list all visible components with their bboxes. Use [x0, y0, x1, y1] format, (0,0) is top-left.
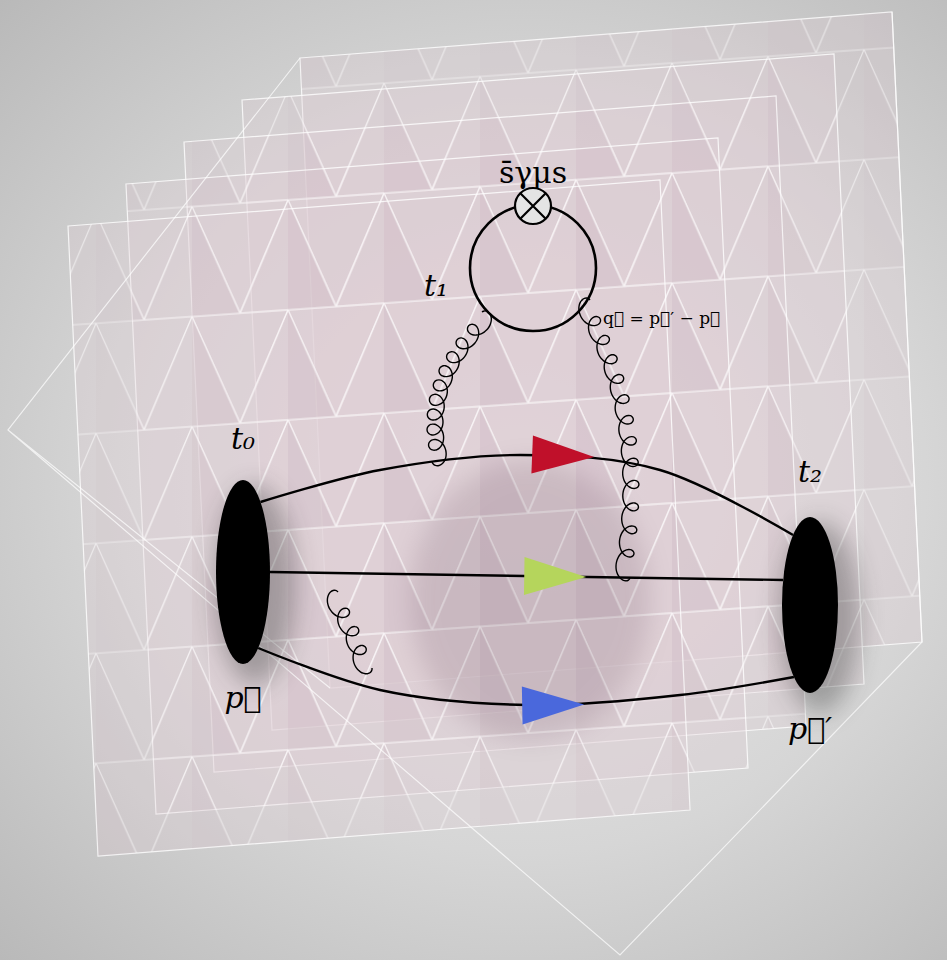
arrowhead	[524, 557, 587, 596]
time-label: t₀	[231, 422, 255, 455]
arrowhead	[522, 685, 585, 724]
blob-outline	[216, 480, 270, 664]
blob-shadows	[215, 460, 860, 740]
interpolating-operator: t₀p⃗	[216, 480, 270, 664]
blob-outline	[782, 517, 838, 693]
lattice-box-edge	[8, 12, 922, 955]
interpolating-operator: t₂p⃗′	[782, 517, 838, 693]
gluon	[327, 590, 372, 674]
operator-insertion	[515, 188, 551, 224]
gluon-lines	[327, 298, 639, 674]
quark-propagator	[261, 436, 794, 535]
momentum-transfer-label: q⃗ = p⃗′ − p⃗	[603, 309, 720, 328]
gluon	[427, 311, 491, 466]
quark-propagator	[270, 557, 783, 596]
operator-label: s̄γμs	[499, 156, 567, 189]
quark-line	[261, 455, 794, 535]
time-label: t₁	[424, 269, 448, 302]
lattice-planes	[8, 12, 922, 955]
quark-propagator	[258, 648, 794, 724]
time-label: t₂	[798, 455, 822, 488]
momentum-label: p⃗′	[788, 712, 832, 745]
momentum-label: p⃗	[224, 681, 261, 714]
blob	[782, 517, 838, 693]
lattice-grid	[68, 180, 690, 856]
gluon	[579, 298, 639, 581]
lattice-plane	[68, 180, 690, 856]
blob	[216, 480, 270, 664]
arrowhead	[531, 436, 594, 476]
